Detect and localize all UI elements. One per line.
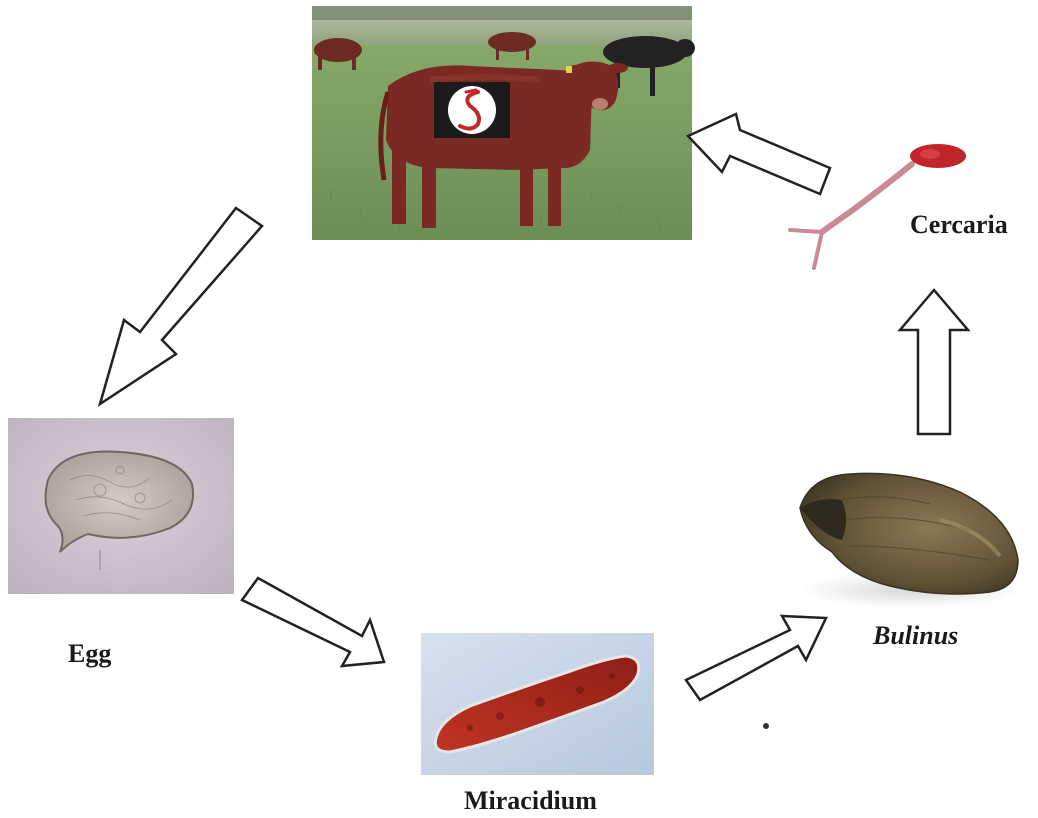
label-miracidium: Miracidium xyxy=(464,788,597,814)
label-bulinus: Bulinus xyxy=(873,623,958,649)
speck xyxy=(763,723,769,729)
label-egg: Egg xyxy=(68,641,111,667)
arrow-snail-to-cercaria xyxy=(900,290,968,434)
label-cercaria: Cercaria xyxy=(910,212,1008,238)
arrow-egg-to-miracidium xyxy=(242,578,384,666)
cattle-host-photo xyxy=(312,6,695,240)
egg-photo xyxy=(8,418,234,594)
miracidium-photo xyxy=(421,633,654,775)
spiral-logo-icon xyxy=(434,82,510,138)
arrow-cercaria-to-host xyxy=(688,114,830,194)
cercaria-tail xyxy=(822,164,912,232)
arrow-miracidium-to-snail xyxy=(686,616,826,700)
arrow-host-to-egg xyxy=(100,208,262,404)
bulinus-snail-photo xyxy=(800,473,1020,608)
